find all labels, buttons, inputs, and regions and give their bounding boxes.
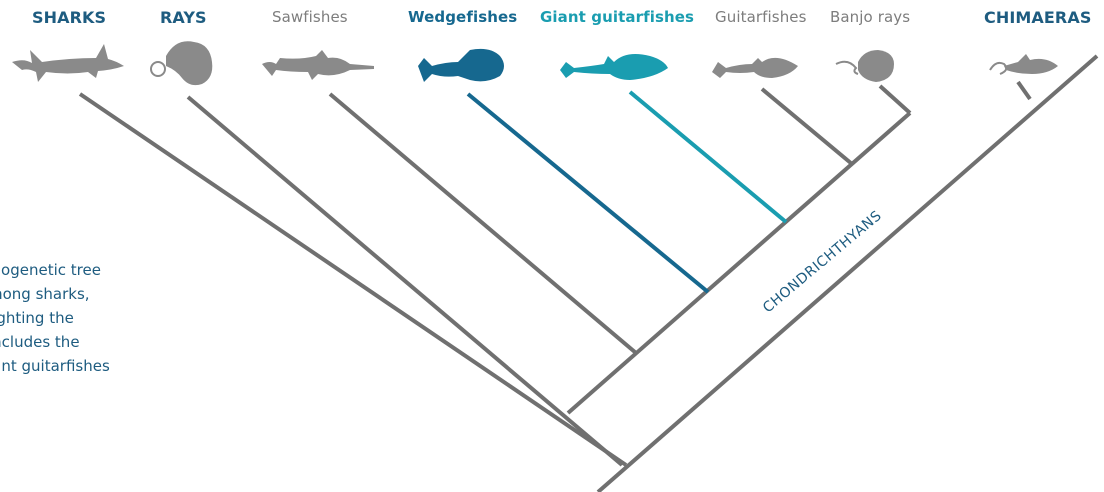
branch-guitarfishes — [762, 89, 852, 164]
chimaera-silhouette — [990, 54, 1058, 74]
taxon-label-wedgefishes: Wedgefishes — [408, 8, 517, 26]
branch-rays — [188, 97, 622, 465]
branch-chimaeras — [1018, 82, 1030, 99]
taxon-label-sharks: SHARKS — [32, 8, 106, 27]
taxon-label-rays: RAYS — [160, 8, 207, 27]
caption-line-4: includes the — [0, 330, 188, 354]
guitarfish-silhouette — [712, 58, 798, 78]
branch-sawfishes — [330, 94, 636, 353]
sawfish-silhouette — [262, 50, 374, 80]
caption-line-3: lighting the — [0, 306, 188, 330]
taxon-label-sawfishes: Sawfishes — [272, 8, 348, 26]
taxon-label-banjo-rays: Banjo rays — [830, 8, 910, 26]
giant-guitarfish-silhouette — [560, 54, 668, 80]
taxon-label-giant-guitarfishes: Giant guitarfishes — [540, 8, 694, 26]
shark-silhouette — [12, 44, 124, 82]
figure-caption: ylogenetic tree mong sharks, lighting th… — [0, 258, 188, 378]
branch-wedgefishes — [468, 94, 708, 292]
banjo-ray-silhouette — [836, 50, 894, 82]
taxon-label-chimaeras: CHIMAERAS — [984, 8, 1091, 27]
branch-chondrichthyans-root — [598, 56, 1097, 492]
taxon-label-guitarfishes: Guitarfishes — [715, 8, 807, 26]
caption-line-2: mong sharks, — [0, 282, 188, 306]
branch-giant-guitarfishes — [630, 92, 786, 222]
ray-silhouette — [151, 41, 212, 85]
caption-line-1: ylogenetic tree — [0, 258, 188, 282]
wedgefish-silhouette — [418, 49, 504, 82]
branch-banjo-rays — [880, 86, 910, 113]
caption-line-5: iant guitarfishes — [0, 354, 188, 378]
